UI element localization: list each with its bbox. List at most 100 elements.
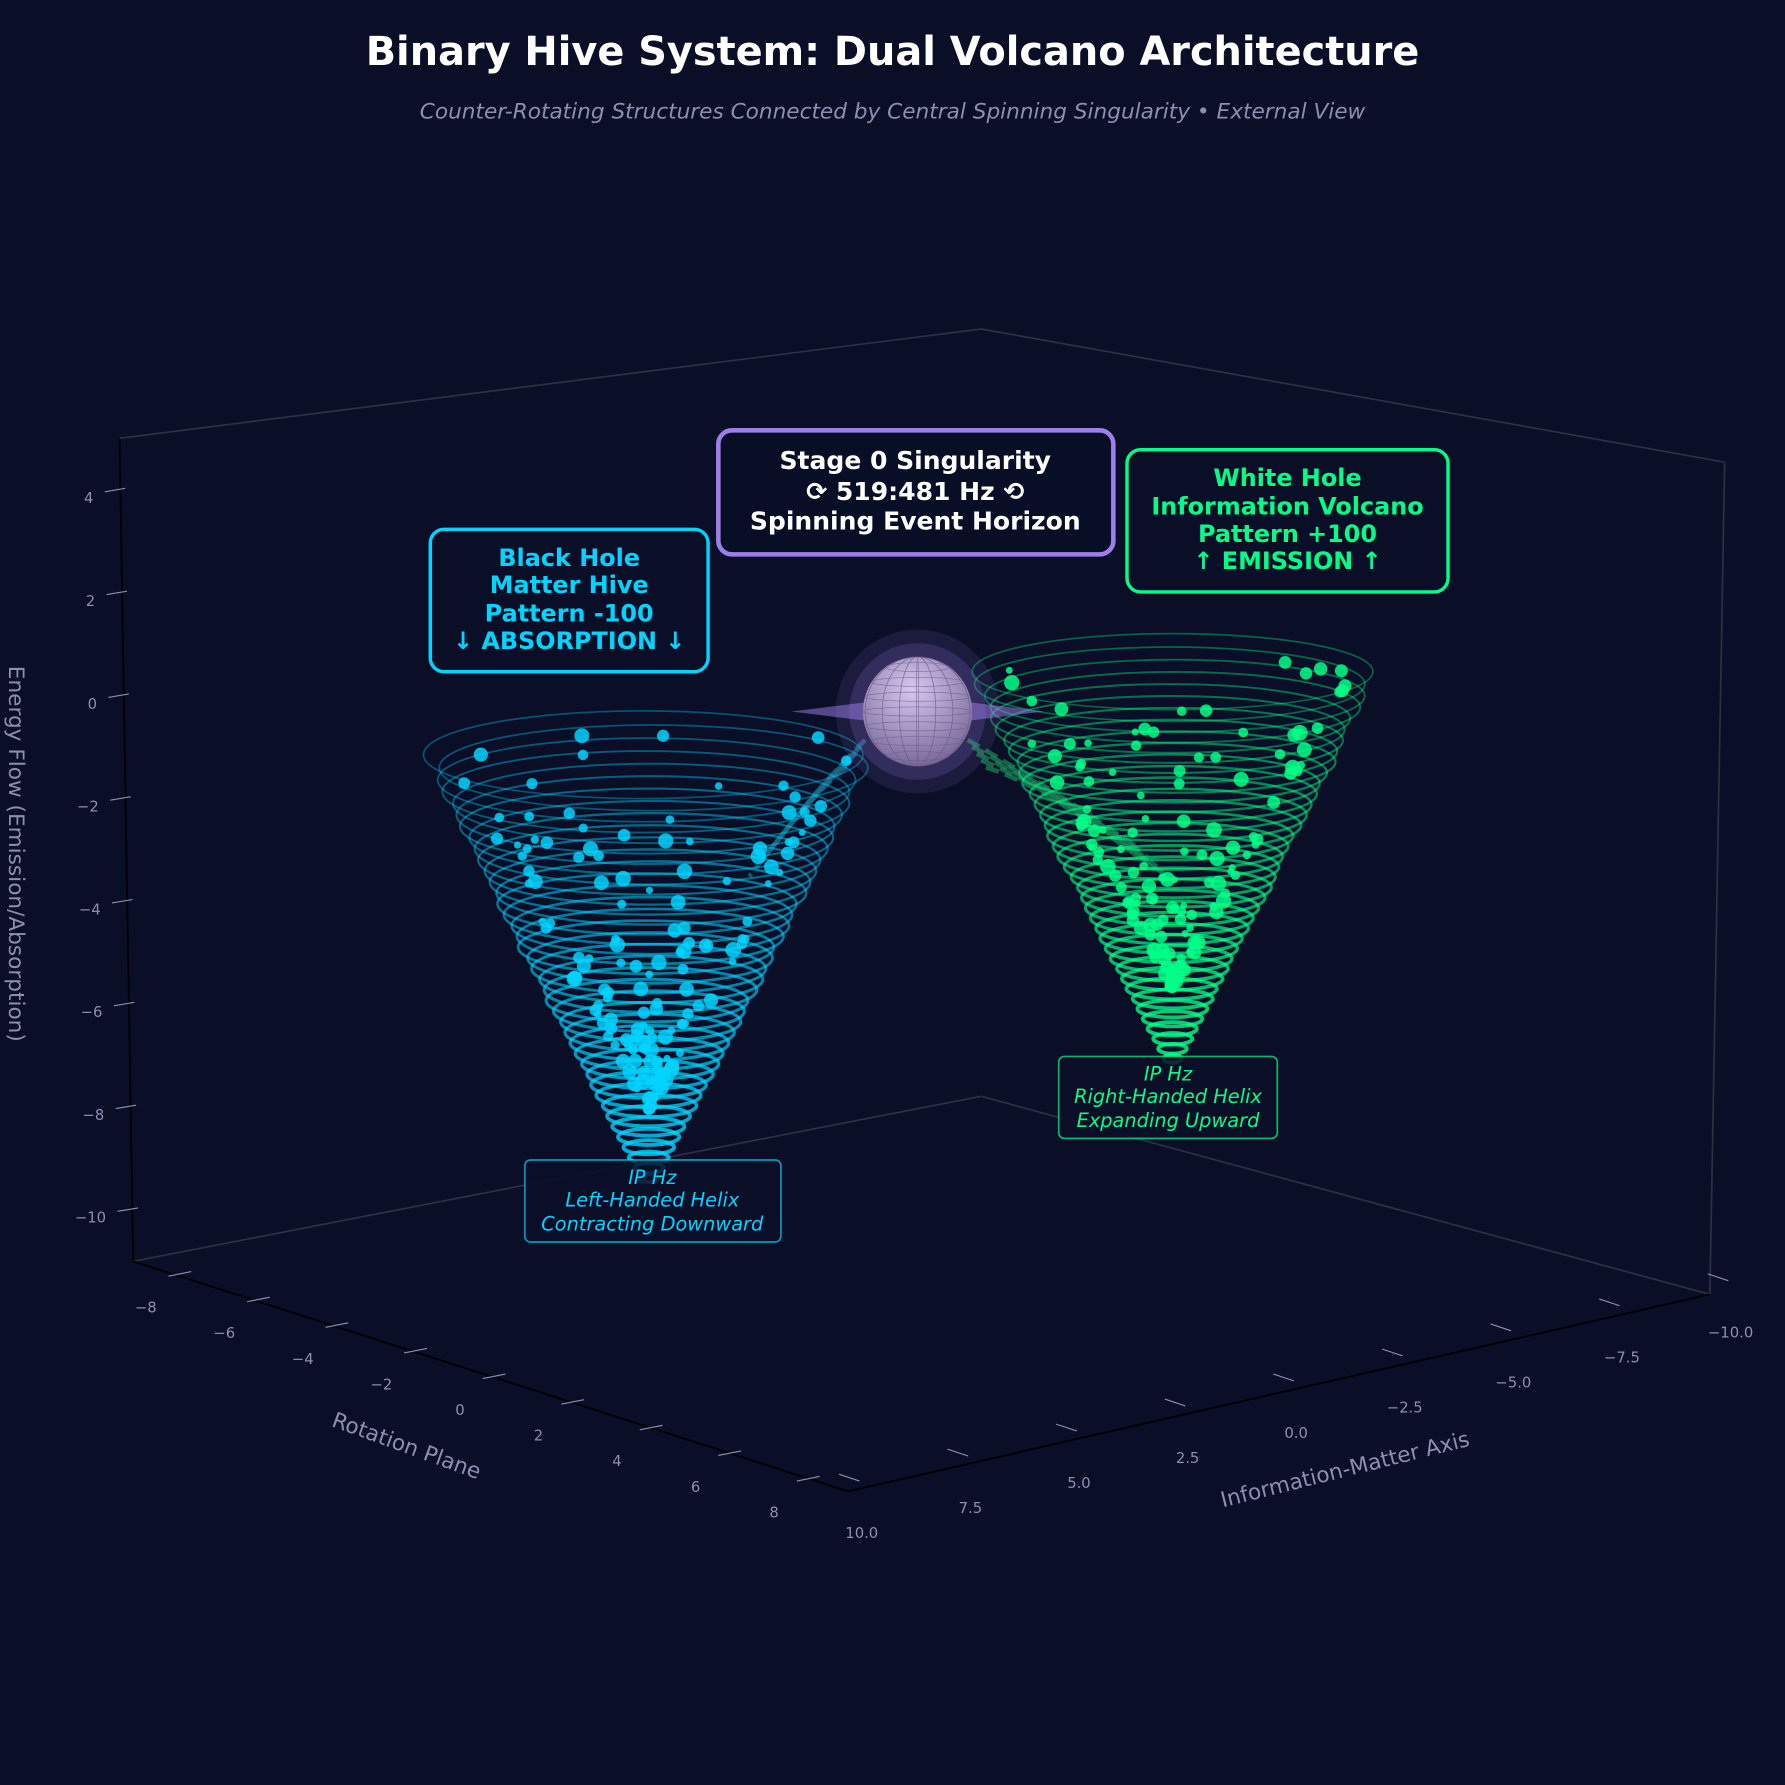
- singularity-connections: [747, 737, 1177, 887]
- black-hole-particle: [649, 1077, 657, 1085]
- singularity-subtitle: Spinning Event Horizon: [750, 506, 1081, 535]
- white-hole-particle: [1087, 824, 1101, 837]
- x-tick-label: −10.0: [1708, 1325, 1753, 1342]
- white-hole-base-line-2: Right-Handed Helix: [1074, 1085, 1262, 1108]
- x-tick-label: −7.5: [1604, 1350, 1640, 1367]
- sphere-jet-left: [791, 702, 866, 721]
- white-hole-particle: [1311, 722, 1324, 735]
- black-hole-particle: [682, 936, 696, 950]
- y-tick-label: −8: [135, 1300, 157, 1317]
- black-hole-particle: [523, 865, 535, 877]
- black-hole-helix-ring: [455, 775, 843, 855]
- singularity-frequency: ⟳ 519:481 Hz ⟲: [806, 477, 1024, 506]
- white-hole-helix-ring: [989, 683, 1352, 754]
- chart-title: Binary Hive System: Dual Volcano Archite…: [366, 29, 1420, 75]
- black-hole-particle: [513, 841, 522, 849]
- white-hole-particle: [1127, 827, 1138, 838]
- z-tick-label: −10: [75, 1210, 106, 1227]
- white-hole-particle: [1199, 704, 1213, 717]
- y-tick-label: 6: [691, 1479, 700, 1496]
- white-hole-particle: [1141, 815, 1150, 823]
- white-hole-particle: [1242, 850, 1252, 860]
- white-hole-helix-ring: [1140, 1009, 1205, 1029]
- white-hole-helix-ring: [1018, 741, 1329, 804]
- white-hole-particle: [1186, 924, 1194, 932]
- black-hole-particle: [670, 894, 686, 910]
- y-tick-mark: [404, 1347, 428, 1354]
- black-hole-link: [747, 765, 849, 878]
- black-hole-helix-ring: [621, 1138, 677, 1157]
- black-hole-particle: [781, 805, 797, 821]
- white-hole-particle: [1296, 728, 1304, 736]
- black-hole-particle: [645, 970, 654, 979]
- white-hole-particle: [1086, 838, 1098, 851]
- black-hole-base-box: [523, 1159, 782, 1243]
- white-hole-particle: [1196, 849, 1208, 861]
- z-tick-label: −8: [82, 1107, 104, 1124]
- black-hole-particle: [645, 1025, 655, 1036]
- white-hole-line-4: ↑ EMISSION ↑: [1193, 547, 1381, 575]
- sphere-latitude: [864, 721, 971, 732]
- black-hole-helix-ring: [515, 907, 785, 966]
- white-hole-base-box: [1057, 1055, 1279, 1140]
- white-hole-particle: [1084, 739, 1092, 748]
- black-hole-helix-ring: [458, 787, 836, 866]
- black-hole-particle: [642, 1101, 656, 1115]
- x-tick-label: 7.5: [959, 1500, 983, 1517]
- black-hole-particle: [650, 1055, 663, 1068]
- z-tick-mark: [113, 1001, 135, 1007]
- white-hole-helix-ring: [1145, 1020, 1199, 1038]
- black-hole-line-1: Black Hole: [498, 544, 640, 572]
- white-hole-helix-ring: [971, 632, 1374, 711]
- black-hole-helix-ring: [452, 762, 851, 845]
- white-hole-particle: [1204, 877, 1215, 888]
- white-hole-helix-ring: [1039, 787, 1308, 843]
- white-hole-helix-ring: [1135, 998, 1210, 1020]
- black-hole-particle: [725, 942, 742, 958]
- black-hole-particle: [574, 728, 590, 744]
- black-hole-helix-ring: [526, 931, 774, 985]
- black-hole-helix-ring: [438, 724, 869, 812]
- black-hole-particle: [632, 1084, 641, 1093]
- black-hole-particle: [603, 1031, 614, 1042]
- white-hole-particle: [1082, 805, 1092, 814]
- white-hole-particle: [1220, 888, 1231, 899]
- black-hole-particle: [637, 1006, 650, 1019]
- sphere-latitude: [885, 750, 950, 761]
- black-hole-particle: [667, 1026, 676, 1035]
- black-hole-particle: [780, 846, 795, 861]
- x-tick-label: 0.0: [1284, 1425, 1308, 1442]
- x-tick-mark: [838, 1473, 860, 1482]
- y-tick-mark: [325, 1322, 349, 1328]
- black-hole-helix-ring: [544, 977, 750, 1024]
- black-hole-particle: [750, 848, 767, 865]
- black-hole-particle: [628, 1053, 643, 1069]
- z-axis-line: [118, 438, 135, 1262]
- white-hole-particle: [1157, 914, 1169, 926]
- white-hole-particle: [1336, 684, 1349, 698]
- black-hole-particle: [668, 1059, 680, 1071]
- black-hole-particle: [615, 1053, 631, 1069]
- black-hole-annotation: Black Hole Matter Hive Pattern -100 ↓ AB…: [428, 527, 710, 674]
- white-hole-particle: [1099, 826, 1107, 834]
- black-hole-particle: [658, 833, 674, 849]
- black-hole-particle: [611, 934, 621, 944]
- y-tick-label: 8: [769, 1504, 778, 1521]
- black-hole-particle: [676, 863, 693, 879]
- z-tick-mark: [110, 796, 131, 801]
- white-hole-particle: [1174, 913, 1187, 925]
- black-hole-particle: [778, 780, 789, 791]
- singularity-box: [716, 428, 1116, 557]
- white-hole-particle: [1158, 873, 1167, 883]
- black-hole-particle: [573, 951, 585, 964]
- black-hole-particle: [563, 807, 576, 820]
- black-hole-particle: [538, 917, 547, 926]
- black-hole-particle: [764, 859, 779, 875]
- white-hole-particle: [1155, 930, 1168, 943]
- black-hole-particle: [630, 1022, 645, 1036]
- black-hole-particle: [540, 836, 554, 849]
- white-hole-particle: [1251, 840, 1260, 849]
- black-hole-particle: [789, 791, 801, 803]
- white-hole-annotation: White Hole Information Volcano Pattern +…: [1125, 447, 1450, 594]
- y-tick-mark: [246, 1296, 270, 1303]
